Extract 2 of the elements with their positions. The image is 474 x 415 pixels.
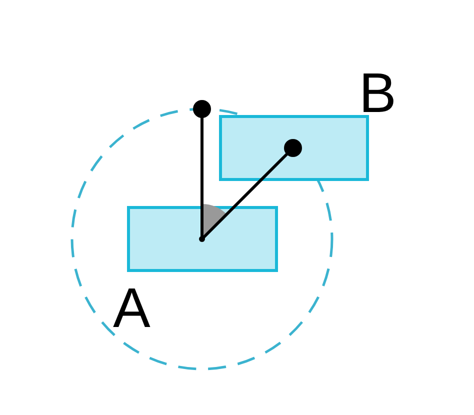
rectangle-label: A xyxy=(113,280,150,336)
rectangle-label: B xyxy=(359,65,396,121)
